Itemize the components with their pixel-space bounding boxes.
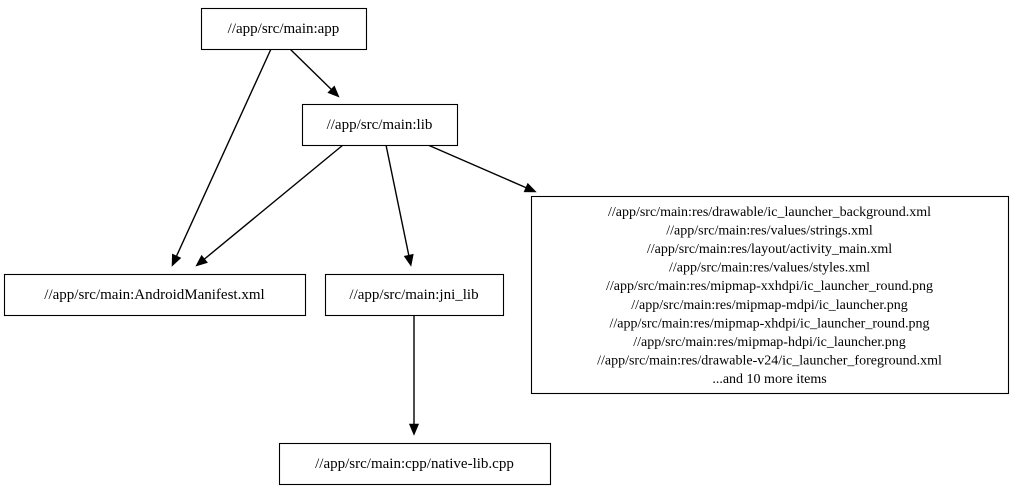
graph-node-jni_lib[interactable]: //app/src/main:jni_lib [324,273,505,317]
node-label-line: //app/src/main:res/values/styles.xml [669,261,870,276]
edge-line [385,144,410,256]
edge-arrowhead-icon [408,423,420,436]
edge-arrowhead-icon [327,85,340,98]
edge-line [204,144,344,260]
node-label: //app/src/main:app [228,21,340,37]
node-box[interactable] [200,7,368,51]
nodes-layer: //app/src/main:app //app/src/main:lib //ap… [3,7,1010,486]
node-box[interactable] [530,195,1010,395]
node-label-line: ...and 10 more items [712,372,826,387]
edge-line [289,48,332,90]
node-box[interactable] [278,442,552,486]
edge-line [427,144,527,189]
node-label-multiline: //app/src/main:res/drawable/ic_launcher_… [597,205,942,387]
graph-node-res_bundle[interactable]: //app/src/main:res/drawable/ic_launcher_… [530,195,1010,395]
node-label: //app/src/main:cpp/native-lib.cpp [315,456,514,472]
graph-node-manifest[interactable]: //app/src/main:AndroidManifest.xml [3,273,307,317]
edges-layer [171,48,537,436]
node-label-line: //app/src/main:res/layout/activity_main.… [647,242,892,257]
graph-node-app[interactable]: //app/src/main:app [200,7,368,51]
edge-arrowhead-icon [523,182,537,193]
graph-edge-lib-to-manifest [195,144,344,267]
graph-edge-app-to-lib [289,48,340,98]
node-label-line: //app/src/main:res/mipmap-xhdpi/ic_launc… [610,316,930,331]
node-label: //app/src/main:lib [327,117,433,133]
node-box[interactable] [301,103,459,147]
graph-node-lib[interactable]: //app/src/main:lib [301,103,459,147]
node-label-line: //app/src/main:res/mipmap-hdpi/ic_launch… [633,335,906,350]
node-label-line: //app/src/main:res/drawable-v24/ic_launc… [597,354,942,369]
graph-edge-app-to-manifest [171,48,272,267]
edge-arrowhead-icon [171,253,182,267]
node-label-line: //app/src/main:res/mipmap-mdpi/ic_launch… [631,298,907,313]
graph-edge-lib-to-res-bundle [427,144,537,193]
node-label-line: //app/src/main:res/values/strings.xml [666,223,873,238]
node-box[interactable] [3,273,307,317]
graph-edge-lib-to-jni-lib [385,144,414,267]
edge-line [175,48,272,257]
node-label: //app/src/main:AndroidManifest.xml [44,287,264,303]
node-label: //app/src/main:jni_lib [349,287,478,303]
node-label-line: //app/src/main:res/mipmap-xxhdpi/ic_laun… [606,279,933,294]
graph-edge-jni-lib-to-native-lib [408,315,420,436]
edge-arrowhead-icon [403,253,414,267]
node-box[interactable] [324,273,505,317]
graph-node-native_lib[interactable]: //app/src/main:cpp/native-lib.cpp [278,442,552,486]
edge-arrowhead-icon [195,254,208,267]
node-label-line: //app/src/main:res/drawable/ic_launcher_… [608,205,931,220]
